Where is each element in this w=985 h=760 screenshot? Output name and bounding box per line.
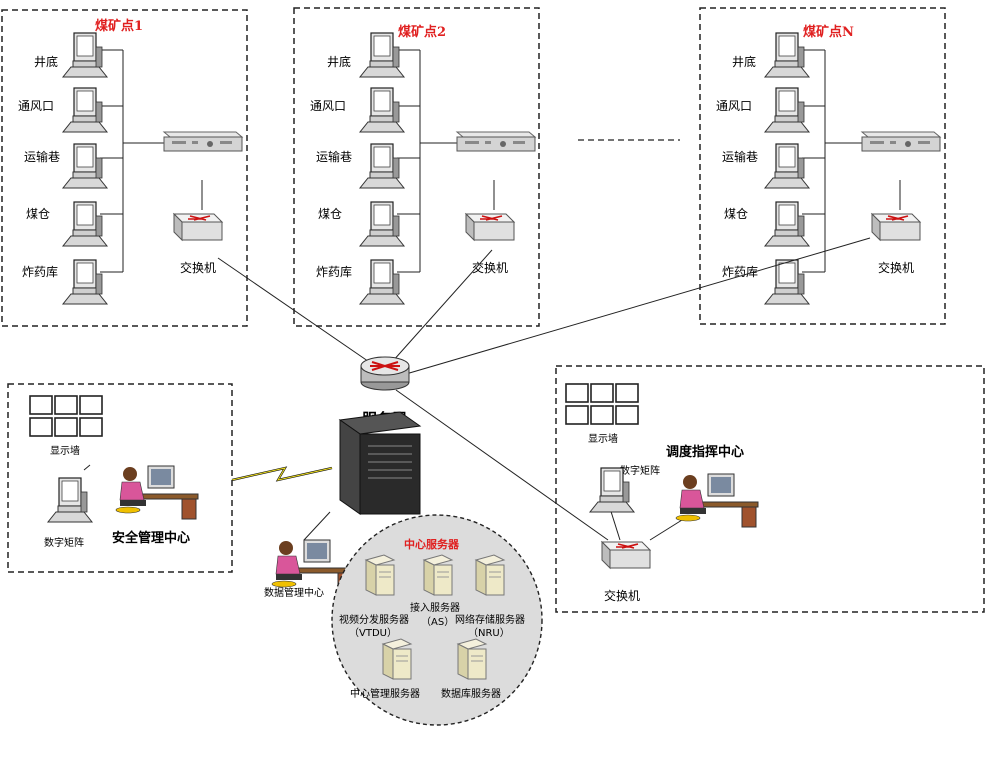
server-code-label: （NRU） [468,627,510,639]
server-icon [475,554,505,596]
switch-icon [601,541,651,569]
switch-label: 交换机 [180,260,216,275]
server-icon [382,638,412,680]
display-wall-label: 显示墙 [50,444,80,457]
mine-site-2-box [293,7,540,327]
pc-icon [62,201,108,247]
location-label: 井底 [34,54,58,69]
router-icon [360,356,410,391]
server-icon [365,554,395,596]
pc-icon [62,32,108,78]
pc-icon [764,143,810,189]
location-label: 炸药库 [316,264,352,279]
pc-icon [359,201,405,247]
encoder-icon [456,131,536,152]
safety-center-box [7,383,233,573]
network-links [83,237,871,541]
switch-label: 交换机 [878,260,914,275]
switch-icon [871,213,921,241]
tower-server-icon [339,411,421,515]
location-label: 煤仓 [318,207,342,221]
switch-label: 交换机 [604,588,640,603]
pc-icon [359,143,405,189]
display-wall-icon [29,395,103,437]
server-icon [457,638,487,680]
operator-icon [675,473,759,528]
mine-site-1-title: 煤矿点1 [95,18,143,34]
location-label: 运输巷 [316,149,352,164]
location-label: 炸药库 [22,264,58,279]
safety-center-title: 安全管理中心 [112,530,190,546]
encoder-icon [861,131,941,152]
display-wall-icon [565,383,639,425]
location-label: 炸药库 [722,264,758,279]
pc-icon [62,259,108,305]
matrix-pc-icon [47,477,93,523]
mine-site-n: 井底 通风口 运输巷 煤仓 炸药库 交换机 [716,32,941,305]
location-label: 运输巷 [24,149,60,164]
mine-site-1-box [1,9,248,327]
pc-icon [359,259,405,305]
mine-site-1: 井底 通风口 运输巷 煤仓 炸药库 交换机 [18,32,243,305]
dispatch-center-box [555,365,985,613]
pc-icon [764,201,810,247]
location-label: 煤仓 [26,207,50,221]
mine-site-n-title: 煤矿点N [803,24,854,40]
location-label: 通风口 [310,99,346,113]
encoder-icon [163,131,243,152]
pc-icon [359,87,405,133]
switch-label: 交换机 [472,260,508,275]
mine-site-n-box [699,7,946,325]
server-icon [423,554,453,596]
server-name-label: 视频分发服务器 [339,613,409,626]
switch-icon [465,213,515,241]
location-label: 煤仓 [724,207,748,221]
mine-site-2: 井底 通风口 运输巷 煤仓 炸药库 交换机 [310,32,536,305]
pc-icon [62,143,108,189]
operator-icon [115,465,199,520]
switch-icon [173,213,223,241]
location-label: 井底 [327,54,351,69]
matrix-label: 数字矩阵 [44,536,84,549]
central-servers-title: 中心服务器 [404,537,460,551]
matrix-label: 数字矩阵 [620,464,660,477]
location-label: 通风口 [18,99,54,113]
location-label: 运输巷 [722,149,758,164]
dispatch-center-title: 调度指挥中心 [666,444,744,460]
server-code-label: （VTDU） [349,627,397,639]
server-name-label: 数据库服务器 [441,687,501,700]
mine-site-2-title: 煤矿点2 [398,24,446,40]
location-label: 通风口 [716,99,752,113]
pc-icon [62,87,108,133]
display-wall-label: 显示墙 [588,432,618,445]
server-name-label: 中心管理服务器 [350,687,420,700]
data-center-label: 数据管理中心 [264,586,324,599]
server-name-label: 网络存储服务器 [455,613,525,626]
pc-icon [764,87,810,133]
server-name-label: 接入服务器 [410,601,460,614]
location-label: 井底 [732,54,756,69]
server-code-label: （AS） [421,616,454,628]
